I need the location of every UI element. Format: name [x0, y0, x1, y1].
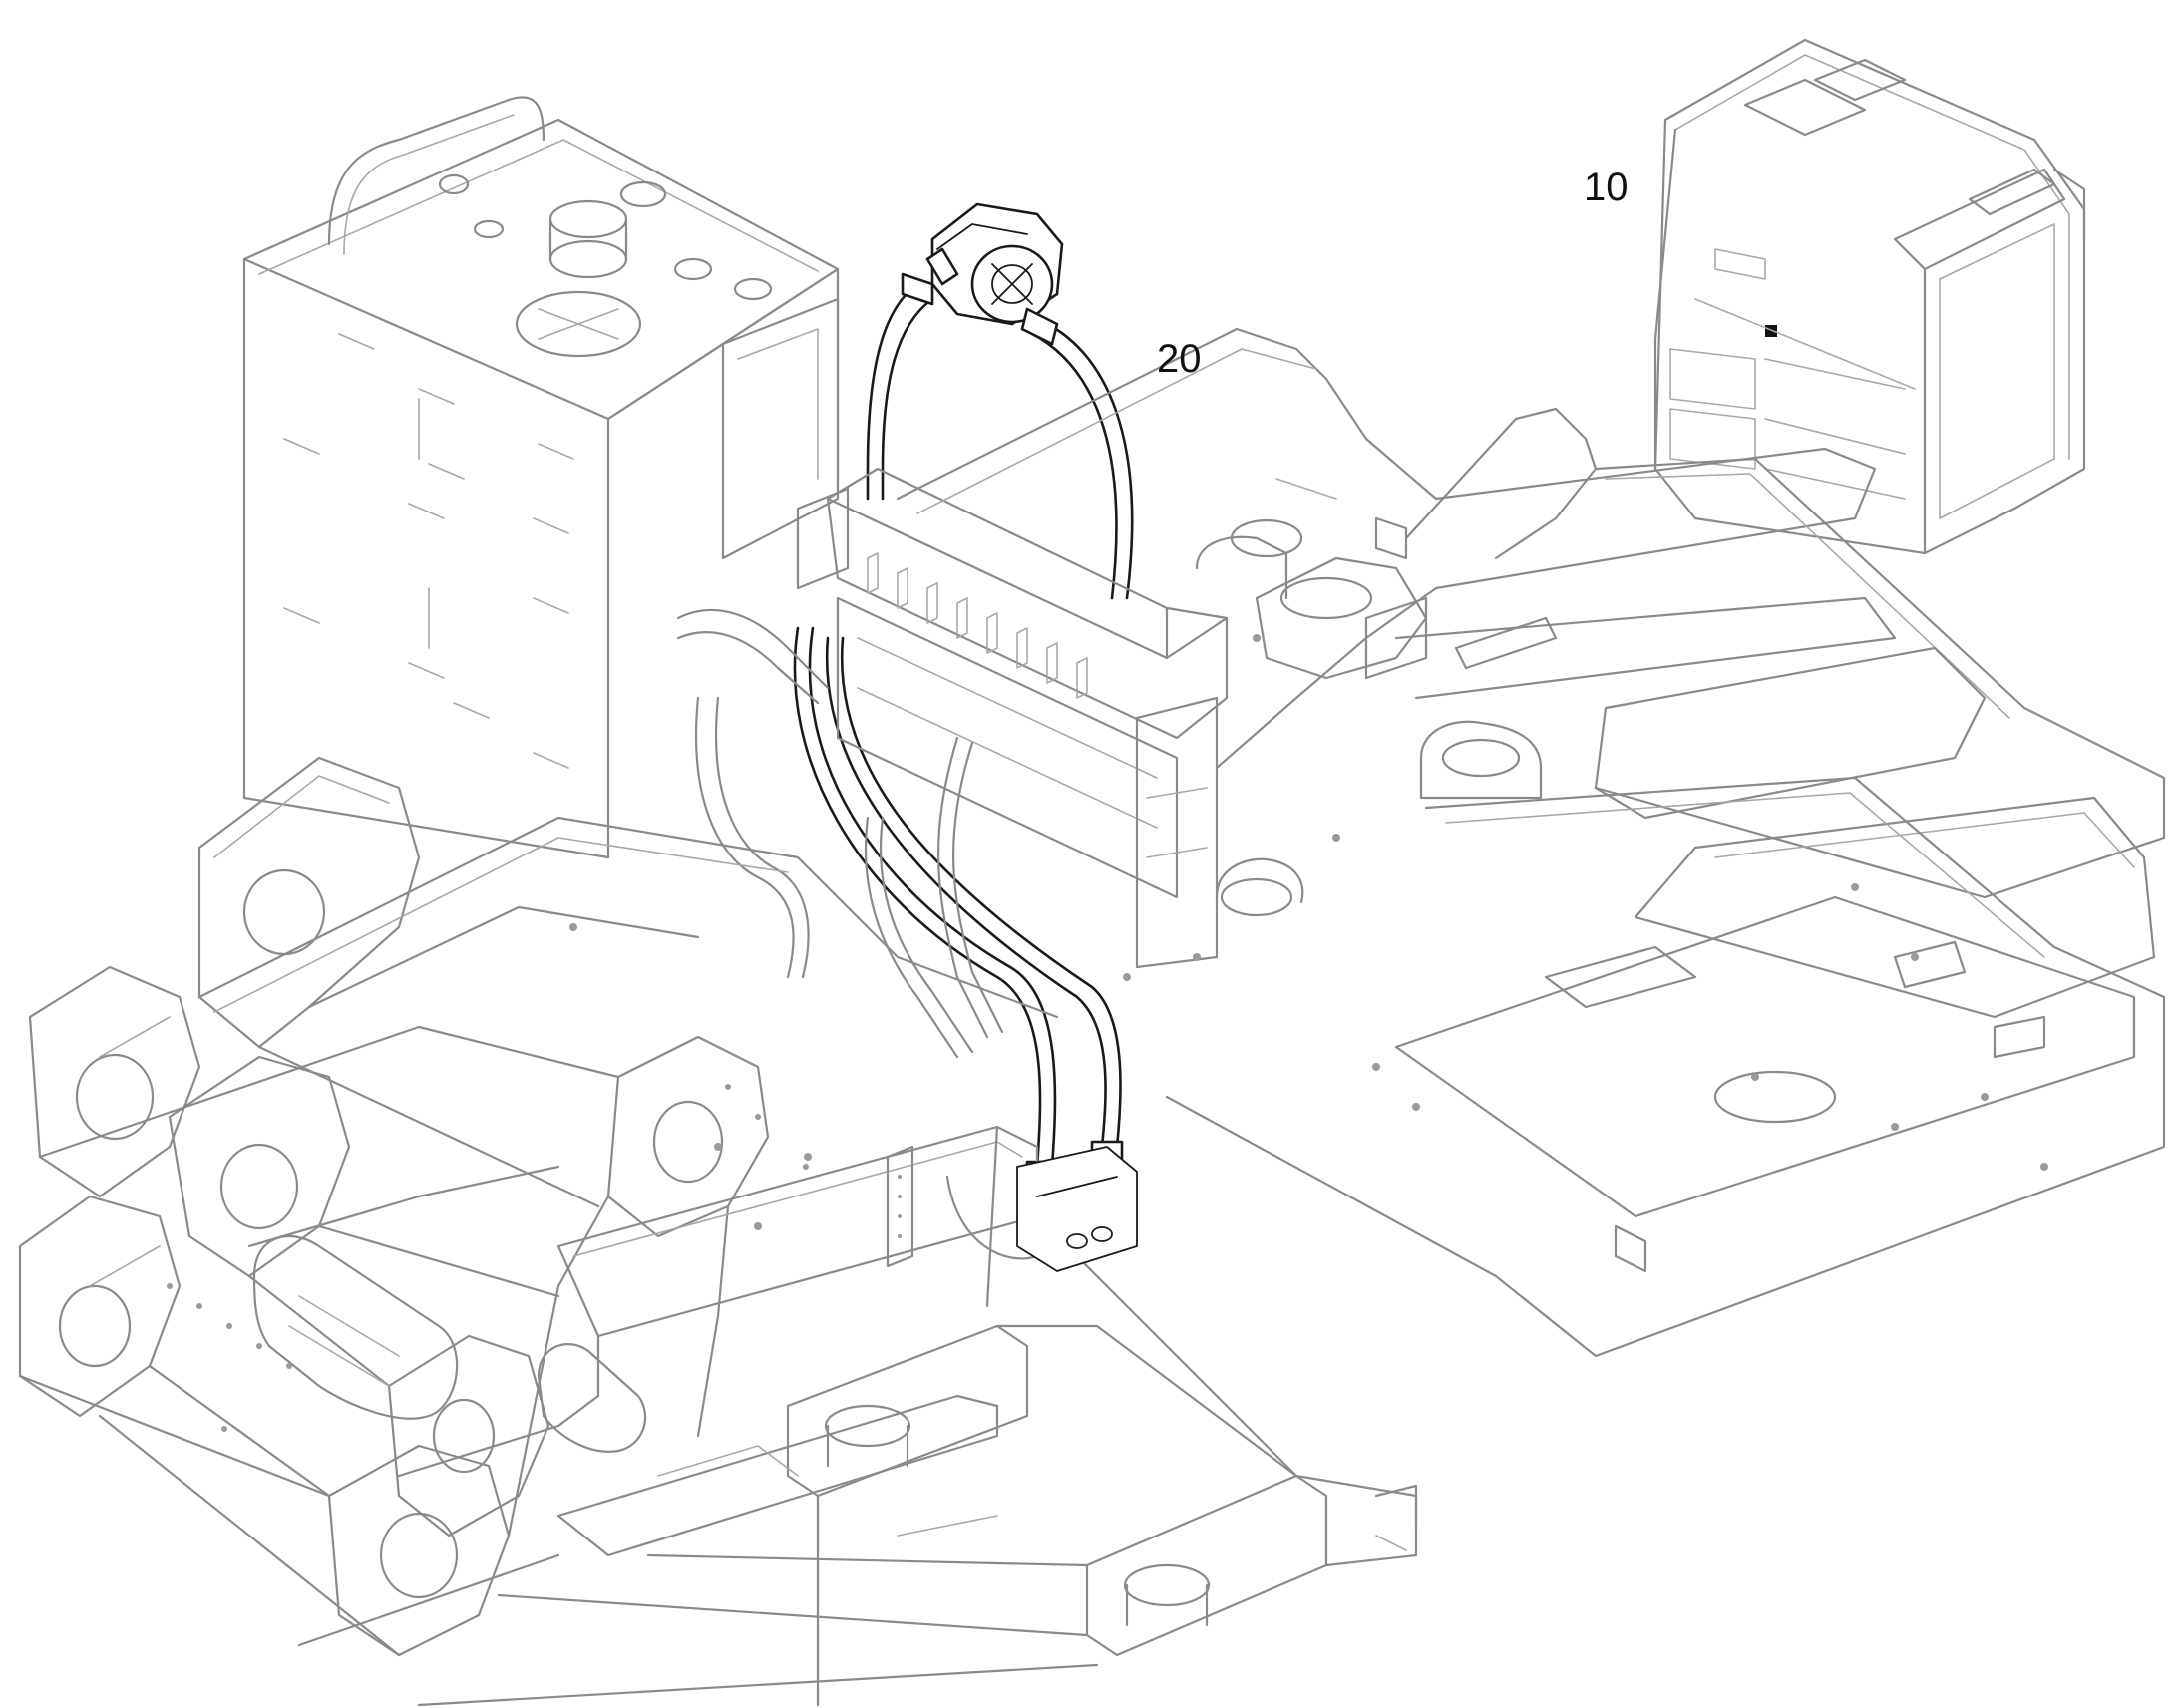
upper-frame [896, 327, 2166, 1358]
callout-label-10: 10 [1584, 166, 1629, 209]
control-valve [676, 467, 1229, 1059]
swivel-motor-and-hoses [793, 202, 1134, 1189]
callout-label-20: 20 [1157, 337, 1202, 381]
fasteners [569, 634, 2048, 1230]
lower-frame [297, 1125, 1418, 1707]
hydraulic-tank [242, 96, 840, 859]
boom-swing-bracket [18, 756, 1059, 1657]
cab-assembly [1653, 38, 2086, 555]
